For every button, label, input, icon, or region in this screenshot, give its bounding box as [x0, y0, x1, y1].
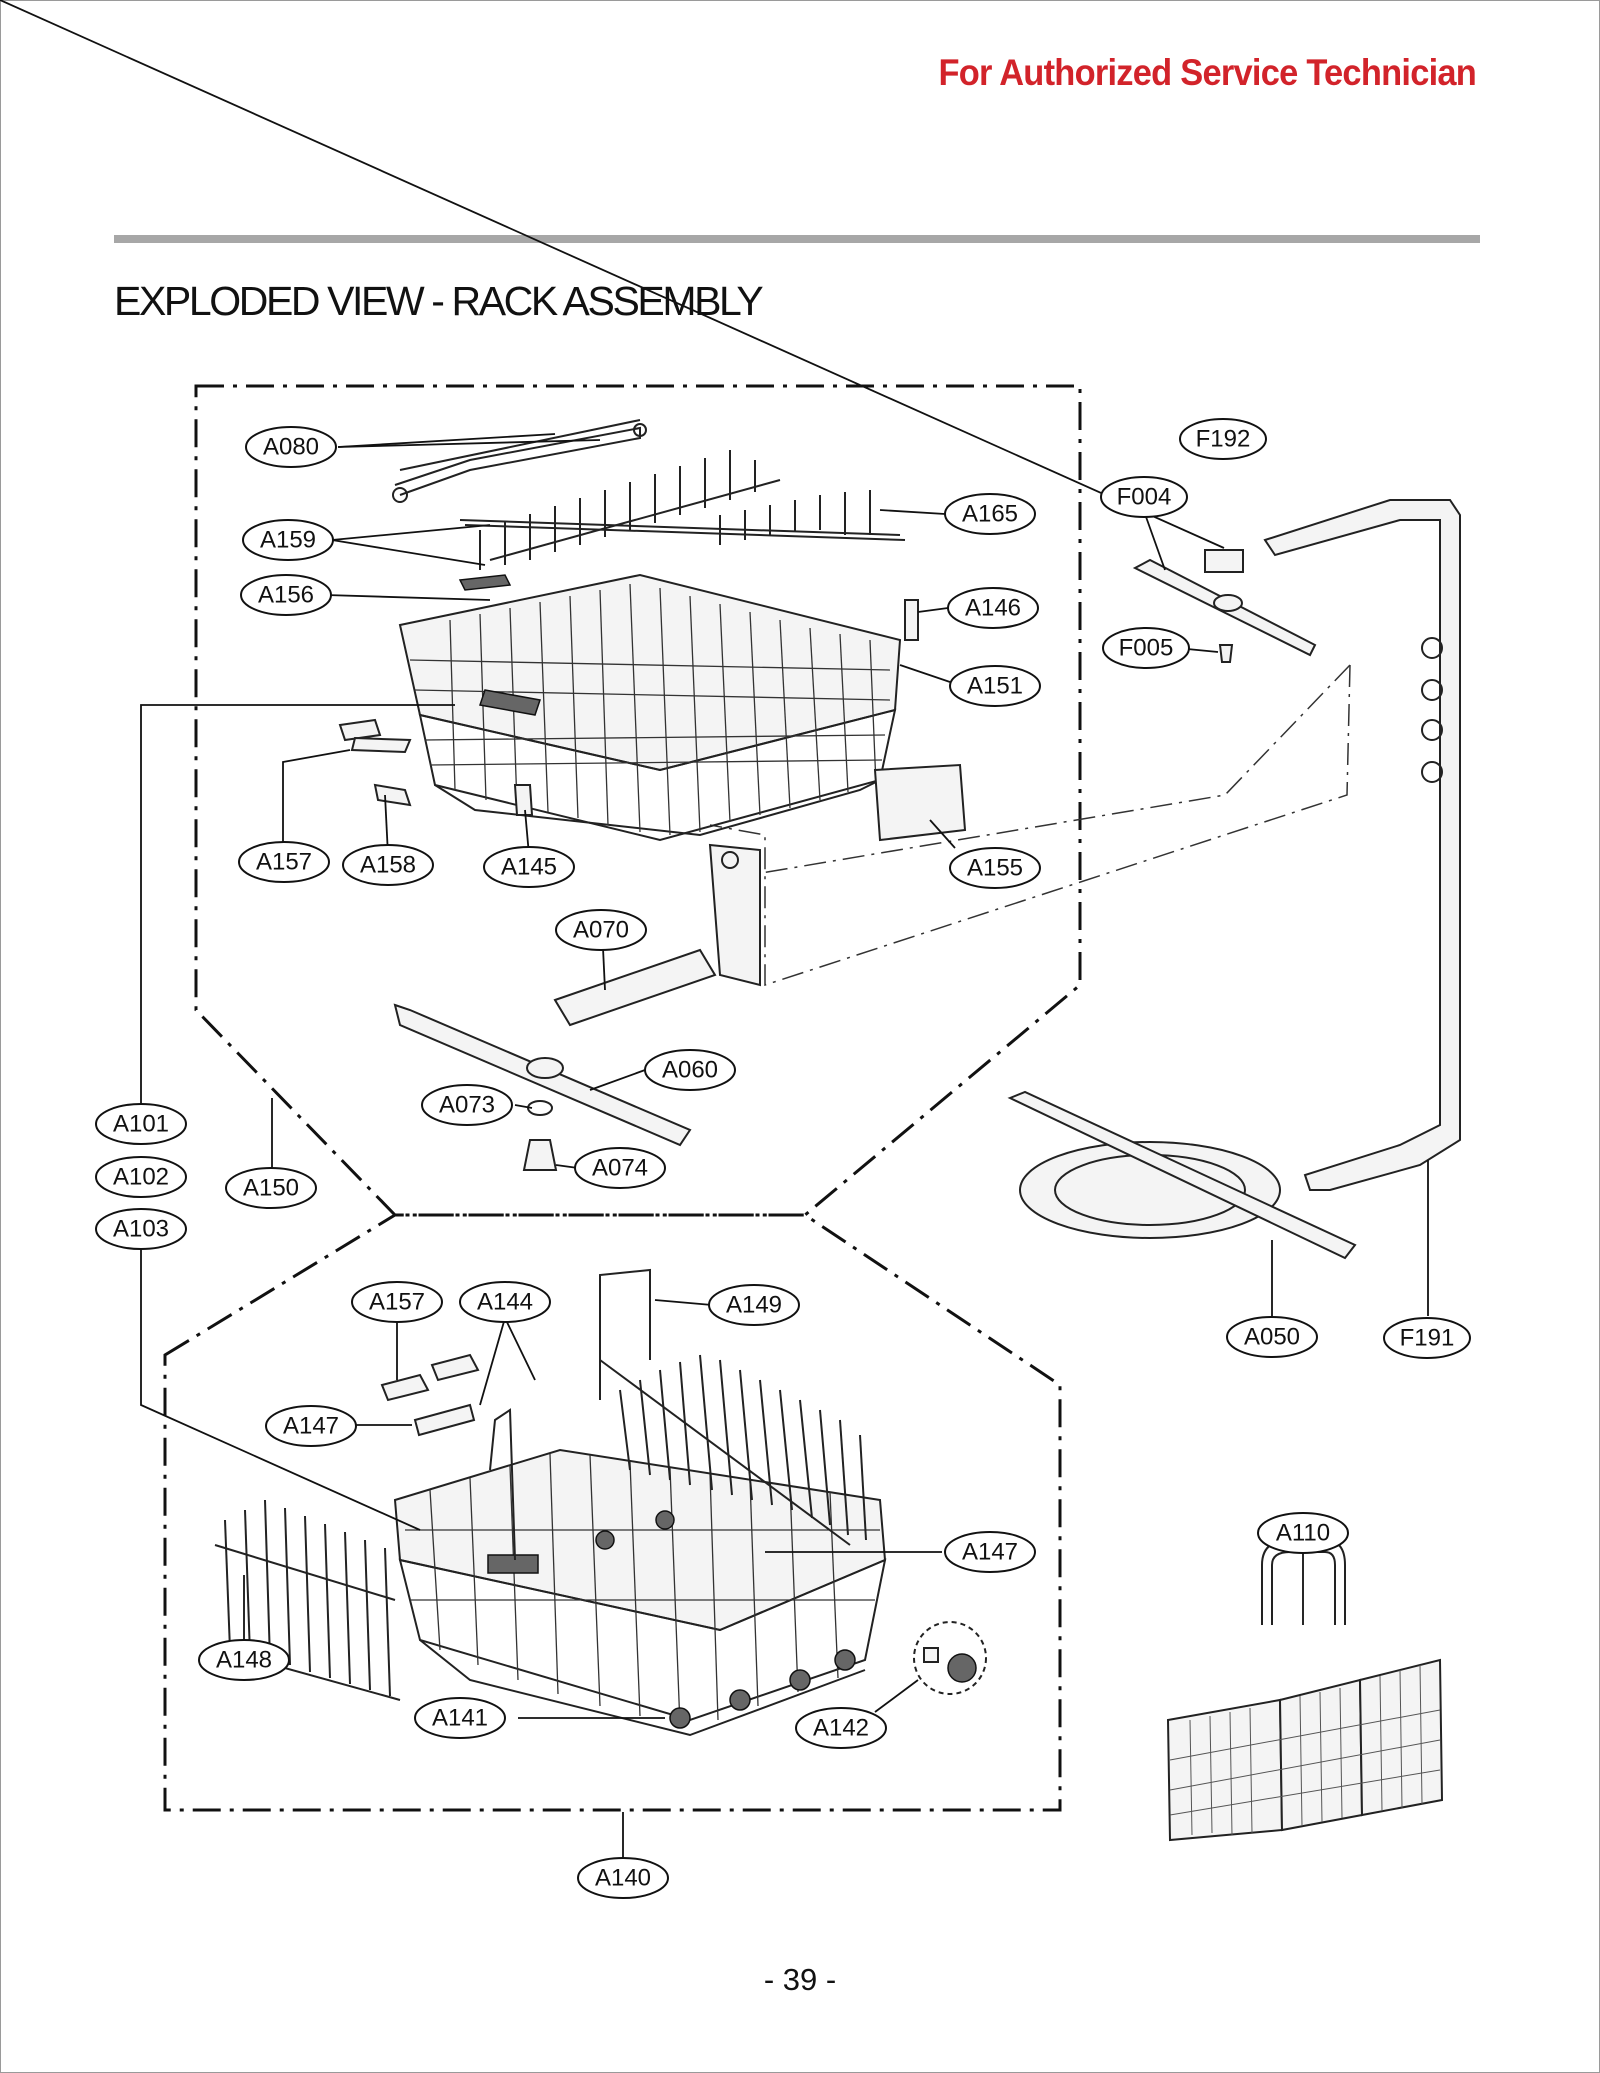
page-number: - 39 -	[763, 1962, 837, 1997]
lower-rack-basket	[393, 1448, 887, 1737]
callout-A149: A149	[708, 1284, 800, 1326]
svg-text:A155: A155	[967, 855, 1023, 882]
callout-A150: A150	[225, 1167, 317, 1209]
svg-text:A159: A159	[260, 527, 316, 554]
callout-A060: A060	[644, 1049, 736, 1091]
callout-A156: A156	[240, 574, 332, 616]
svg-text:A074: A074	[592, 1155, 648, 1182]
mid-spray-arm	[393, 1003, 692, 1171]
svg-text:F192: F192	[1196, 426, 1251, 453]
svg-text:A080: A080	[263, 434, 319, 461]
upper-cup-shelf	[392, 419, 647, 503]
callout-F192: F192	[1179, 418, 1267, 460]
callout-A159: A159	[242, 519, 334, 561]
callout-A110: A110	[1257, 1512, 1349, 1554]
svg-text:A145: A145	[501, 854, 557, 881]
callout-A145: A145	[483, 846, 575, 888]
svg-text:A102: A102	[113, 1164, 169, 1191]
upper-rack-clip-parts	[338, 574, 919, 816]
callout-A157-upper: A157	[238, 841, 330, 883]
callout-A146: A146	[947, 587, 1039, 629]
svg-text:A070: A070	[573, 917, 629, 944]
leader-lines	[0, 0, 1429, 1858]
svg-text:A073: A073	[439, 1092, 495, 1119]
callout-A070: A070	[555, 909, 647, 951]
callout-A157-lower: A157	[351, 1281, 443, 1323]
supply-tube	[1263, 499, 1461, 1191]
svg-text:A147: A147	[283, 1413, 339, 1440]
callout-A147-right: A147	[944, 1531, 1036, 1573]
svg-text:A165: A165	[962, 501, 1018, 528]
page-title: EXPLODED VIEW - RACK ASSEMBLY	[114, 278, 764, 324]
svg-text:A141: A141	[432, 1705, 488, 1732]
upper-spray-arm	[1132, 549, 1317, 663]
upper-rack-basket	[398, 573, 967, 842]
svg-text:F191: F191	[1400, 1325, 1455, 1352]
upper-tines	[459, 450, 906, 570]
callout-A158: A158	[342, 844, 434, 886]
svg-text:A144: A144	[477, 1289, 533, 1316]
svg-text:A140: A140	[595, 1865, 651, 1892]
callout-A141: A141	[414, 1697, 506, 1739]
lower-tine-row	[599, 1268, 867, 1546]
upper-rack-boundary	[194, 384, 1082, 1217]
cutlery-basket	[1166, 1539, 1444, 1842]
svg-text:A157: A157	[256, 849, 312, 876]
lower-spray-arm	[1007, 1090, 1357, 1260]
lower-rack-boundary	[163, 1213, 1062, 1812]
svg-text:F005: F005	[1119, 635, 1174, 662]
callout-A140: A140	[577, 1857, 669, 1899]
svg-text:A148: A148	[216, 1647, 272, 1674]
callout-A103: A103	[95, 1208, 187, 1250]
header-rule	[114, 235, 1480, 243]
callout-A142: A142	[795, 1707, 887, 1749]
callout-A101: A101	[95, 1103, 187, 1145]
callout-A050: A050	[1226, 1316, 1318, 1358]
lower-rack-small-parts	[380, 1353, 987, 1695]
callout-F004: F004	[1100, 476, 1188, 518]
svg-text:A101: A101	[113, 1111, 169, 1138]
callout-A102: A102	[95, 1156, 187, 1198]
svg-text:A060: A060	[662, 1057, 718, 1084]
top-spray-guide-line	[719, 664, 1351, 881]
callout-A151: A151	[949, 665, 1041, 707]
spray-arm-guide-line	[709, 664, 1351, 987]
svg-text:A146: A146	[965, 595, 1021, 622]
svg-text:A142: A142	[813, 1715, 869, 1742]
callout-A165: A165	[944, 493, 1036, 535]
callout-A144: A144	[459, 1281, 551, 1323]
callout-A147-left: A147	[265, 1405, 357, 1447]
svg-text:A103: A103	[113, 1216, 169, 1243]
callout-F005: F005	[1102, 627, 1190, 669]
svg-text:A050: A050	[1244, 1324, 1300, 1351]
svg-text:F004: F004	[1117, 484, 1172, 511]
svg-text:A147: A147	[962, 1539, 1018, 1566]
svg-text:A158: A158	[360, 852, 416, 879]
svg-text:A151: A151	[967, 673, 1023, 700]
svg-text:A149: A149	[726, 1292, 782, 1319]
svg-text:A110: A110	[1276, 1520, 1330, 1547]
callout-A073: A073	[421, 1084, 513, 1126]
callout-A148: A148	[198, 1639, 290, 1681]
svg-text:A157: A157	[369, 1289, 425, 1316]
service-notice: For Authorized Service Technician	[938, 52, 1476, 93]
folding-tine-section	[214, 1499, 401, 1701]
svg-text:A156: A156	[258, 582, 314, 609]
mid-spray-feed-tube	[553, 843, 761, 1027]
callout-A155: A155	[949, 847, 1041, 889]
callout-F191: F191	[1383, 1317, 1471, 1359]
callout-A074: A074	[574, 1147, 666, 1189]
svg-text:A150: A150	[243, 1175, 299, 1202]
callout-A080: A080	[245, 426, 337, 468]
